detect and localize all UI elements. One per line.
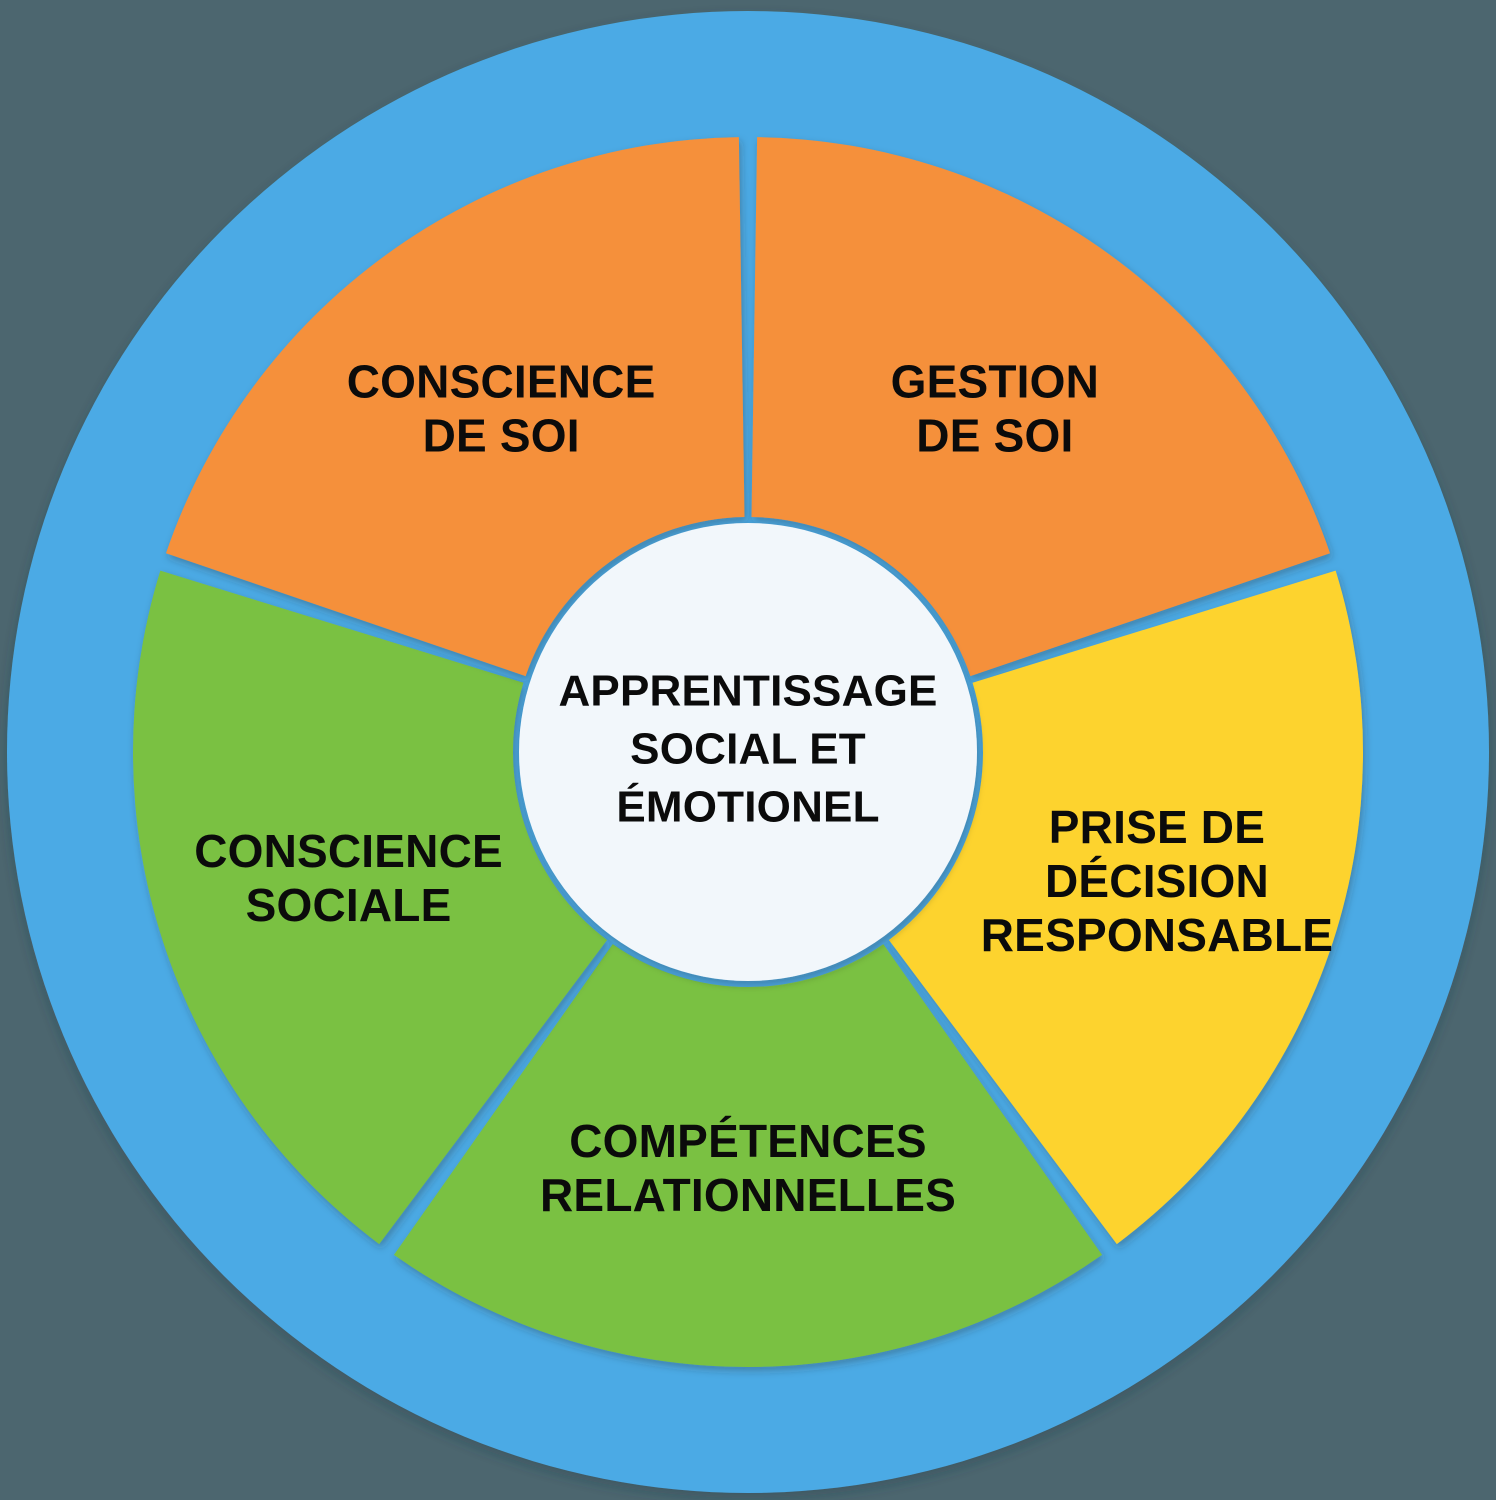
segment-label-line: RESPONSABLE: [981, 909, 1333, 961]
center-label-line-2: SOCIAL ET: [630, 725, 866, 774]
segment-label-line: DE SOI: [916, 409, 1073, 461]
segment-label-line: PRISE DE: [1049, 801, 1265, 853]
center-label-group: APPRENTISSAGE SOCIAL ET ÉMOTIONEL: [558, 667, 937, 832]
segment-label-line: SOCIALE: [246, 879, 452, 931]
segment-prise-de-decision-responsable[interactable]: [888, 570, 1363, 1245]
segment-conscience-de-soi[interactable]: [165, 137, 745, 677]
segment-label-line: CONSCIENCE: [194, 825, 503, 877]
segment-gestion-de-soi[interactable]: [751, 137, 1331, 677]
segment-group: [132, 137, 1363, 1367]
center-label-line-3: ÉMOTIONEL: [616, 782, 879, 832]
segment-label-line: DÉCISION: [1045, 855, 1269, 907]
segment-label-line: DE SOI: [423, 409, 580, 461]
segment-competences-relationnelles[interactable]: [393, 944, 1103, 1367]
segment-label-line: CONSCIENCE: [347, 355, 656, 407]
center-circle: [519, 523, 977, 981]
segment-label-line: COMPÉTENCES: [569, 1115, 926, 1167]
segment-conscience-sociale[interactable]: [132, 570, 608, 1245]
segment-label-line: GESTION: [891, 355, 1099, 407]
center-label-line-1: APPRENTISSAGE: [558, 667, 937, 716]
segment-label-line: RELATIONNELLES: [540, 1169, 956, 1221]
